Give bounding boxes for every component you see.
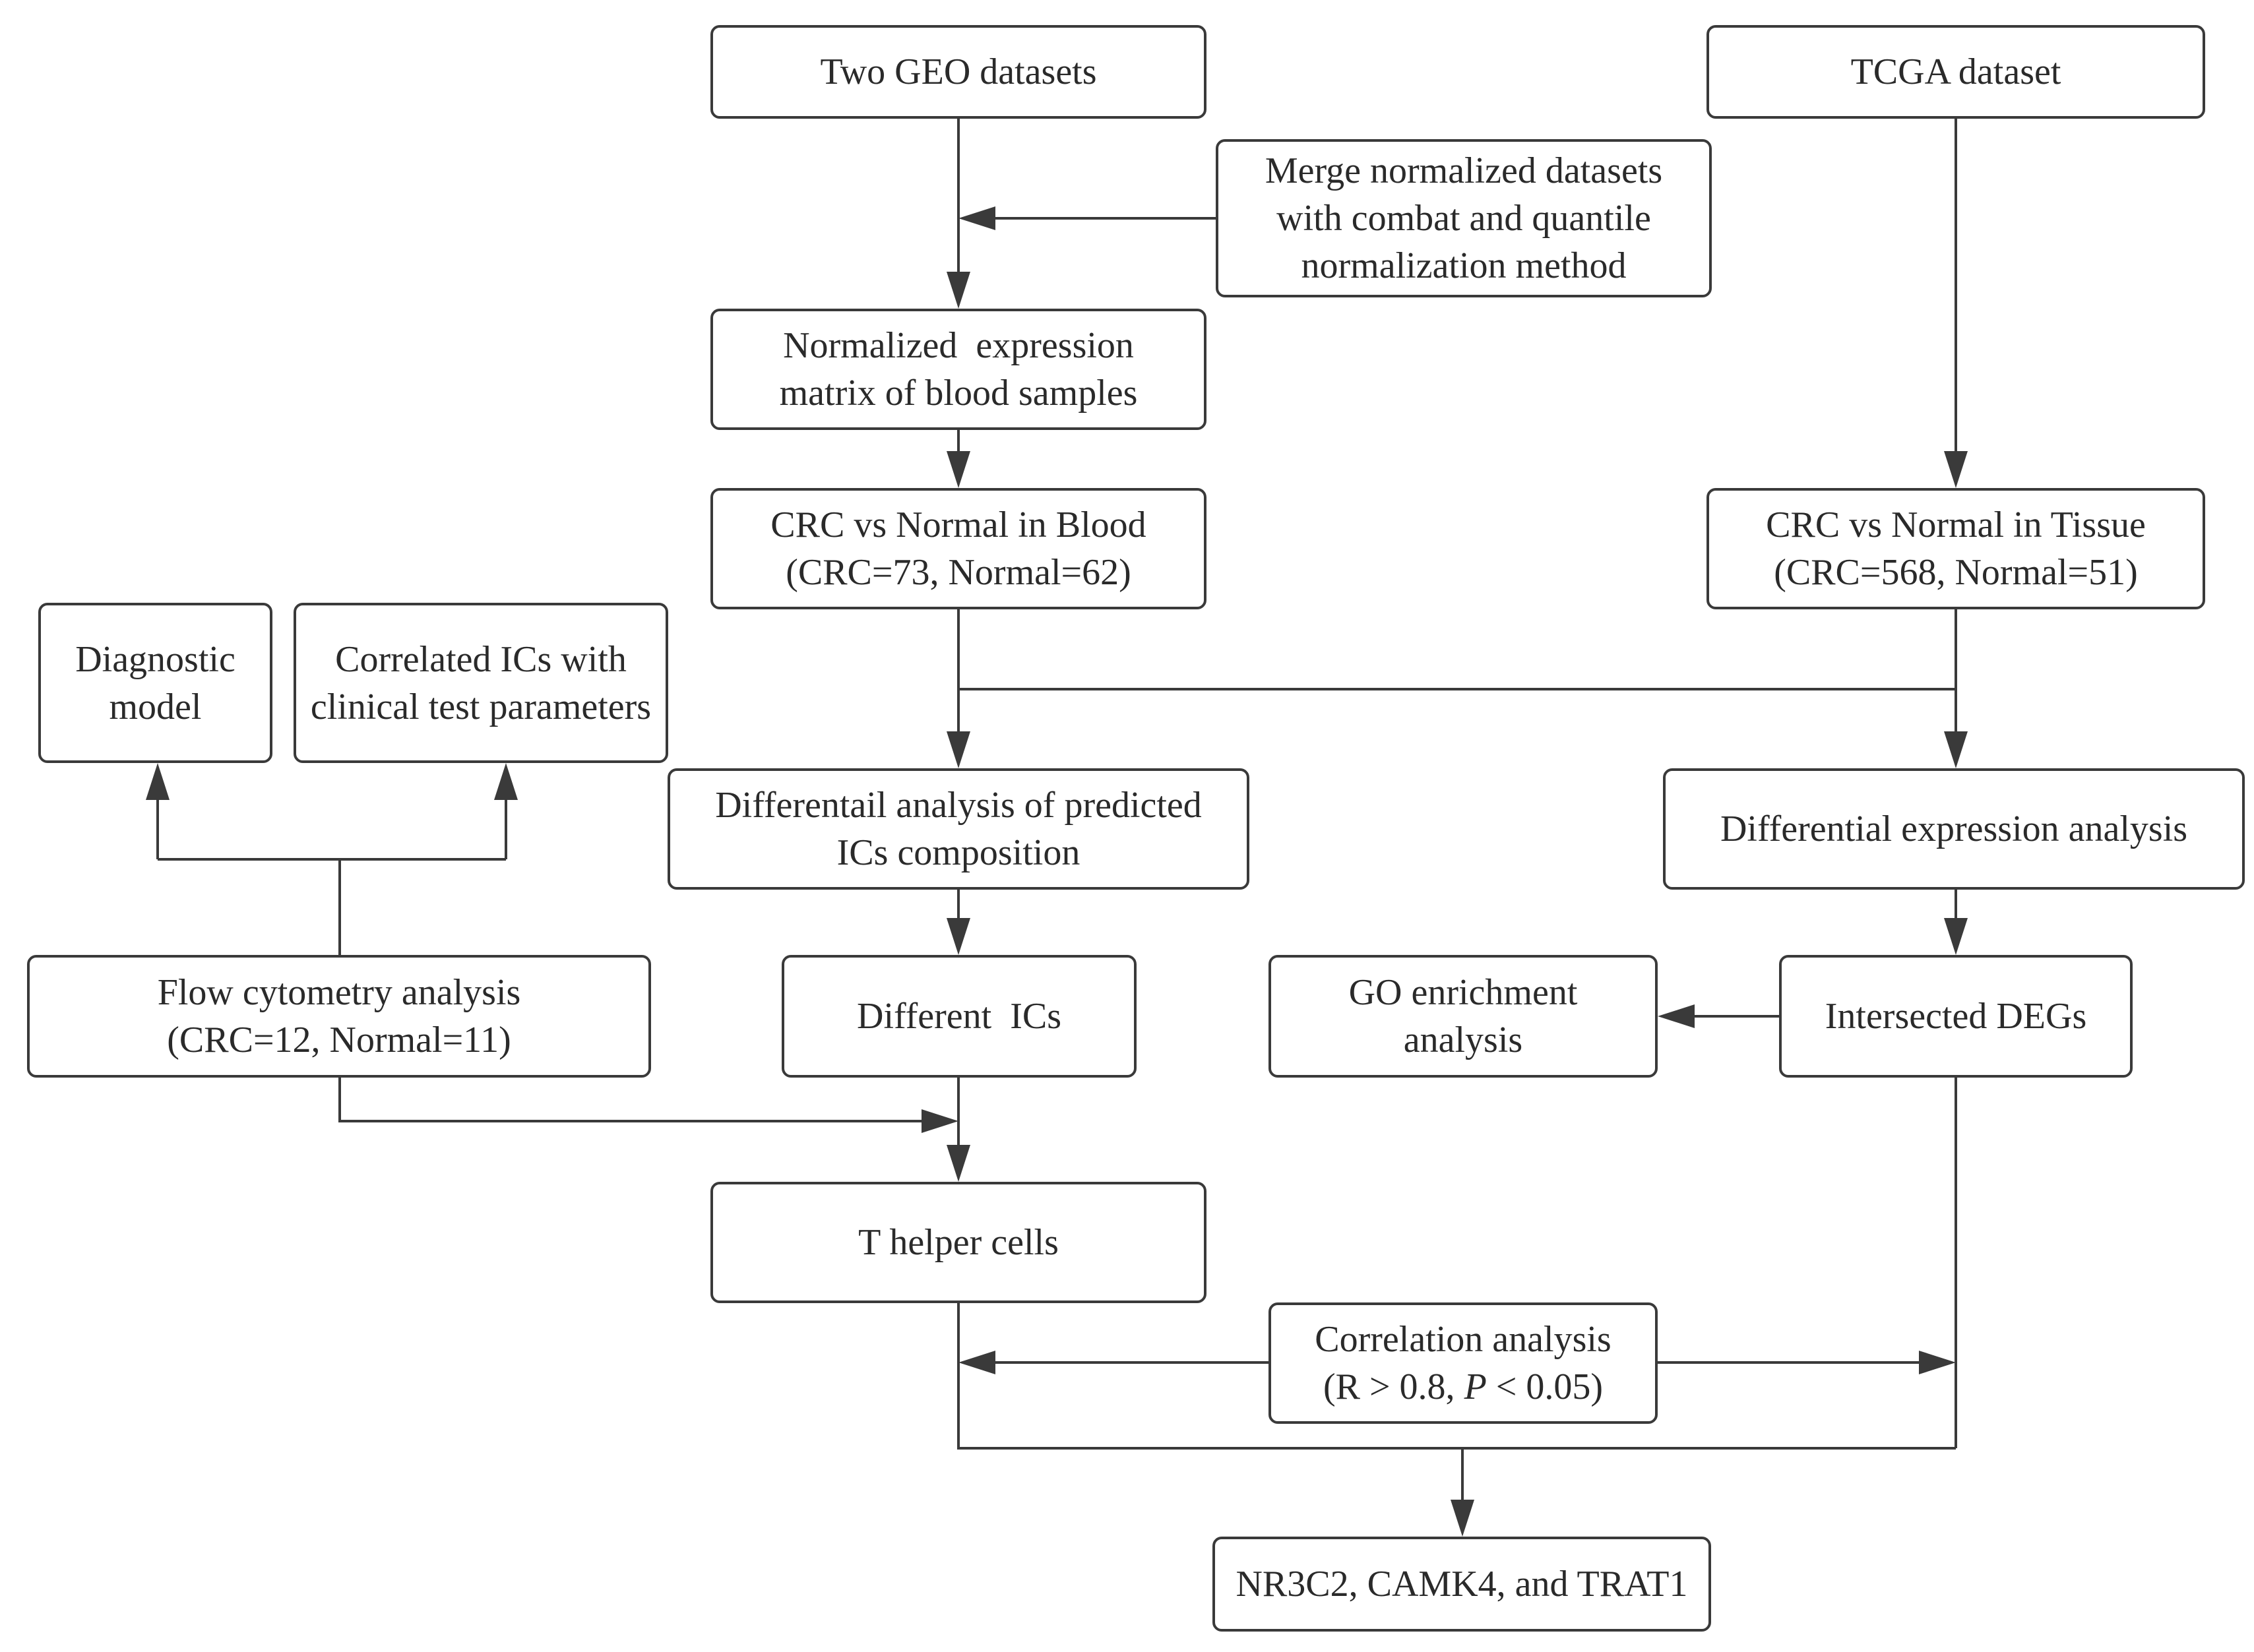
arrowhead-crc-tissue <box>1944 451 1968 488</box>
node-text: Correlation analysis <box>1315 1319 1612 1360</box>
node-text: Diagnostic <box>75 638 235 680</box>
node-text: Differential expression analysis <box>1720 809 2188 849</box>
node-go-enrichment: GO enrichment analysis <box>1268 955 1658 1078</box>
node-text: Flow cytometry analysis <box>157 972 521 1013</box>
node-text: ICs composition <box>836 832 1080 873</box>
arrowhead-flow-join <box>922 1109 958 1133</box>
node-text: NR3C2, CAMK4, and TRAT1 <box>1236 1564 1688 1605</box>
node-tcga-dataset: TCGA dataset <box>1706 25 2205 119</box>
node-text: Two GEO datasets <box>820 51 1097 92</box>
node-text: Differentail analysis of predicted <box>715 785 1202 826</box>
connector-flow-to-th <box>338 1078 922 1122</box>
node-text: normalization method <box>1301 245 1627 286</box>
arrowhead-go <box>1658 1004 1695 1028</box>
node-text: Different ICs <box>857 996 1061 1037</box>
node-text-line2: (R > 0.8, P < 0.05) <box>1323 1363 1603 1411</box>
arrowhead-corr-ics <box>494 763 518 800</box>
node-text: T helper cells <box>858 1222 1059 1263</box>
node-merge-normalized: Merge normalized datasets with combat an… <box>1216 139 1712 297</box>
node-crc-vs-normal-tissue: CRC vs Normal in Tissue (CRC=568, Normal… <box>1706 488 2205 609</box>
node-text: matrix of blood samples <box>779 373 1138 413</box>
node-text: (CRC=73, Normal=62) <box>786 552 1131 593</box>
node-flow-cytometry: Flow cytometry analysis (CRC=12, Normal=… <box>27 955 651 1078</box>
connector-th-down <box>957 1303 1956 1450</box>
node-diagnostic-model: Diagnostic model <box>38 603 272 763</box>
arrowhead-corr-left <box>958 1351 995 1374</box>
node-text: analysis <box>1403 1020 1523 1060</box>
arrowhead-corr-right <box>1919 1351 1956 1374</box>
node-text: with combat and quantile <box>1276 198 1651 239</box>
node-text: Merge normalized datasets <box>1265 150 1663 191</box>
arrowhead-norm-expr <box>947 272 970 309</box>
node-text: (CRC=568, Normal=51) <box>1774 552 2138 593</box>
node-text: (CRC=12, Normal=11) <box>167 1020 511 1060</box>
node-text-suffix: < 0.05) <box>1486 1366 1604 1407</box>
node-two-geo-datasets: Two GEO datasets <box>710 25 1206 119</box>
node-crc-vs-normal-blood: CRC vs Normal in Blood (CRC=73, Normal=6… <box>710 488 1206 609</box>
node-text: TCGA dataset <box>1850 51 2061 92</box>
node-text-italic-p: P <box>1464 1366 1487 1407</box>
arrowhead-degs <box>1944 918 1968 955</box>
node-t-helper-cells: T helper cells <box>710 1182 1206 1303</box>
arrowhead-diag-model <box>146 763 170 800</box>
arrowhead-genes <box>1451 1500 1474 1537</box>
node-text: model <box>109 686 202 727</box>
arrowhead-merge <box>958 206 995 230</box>
node-text: Intersected DEGs <box>1825 996 2087 1037</box>
node-differential-analysis-ics: Differentail analysis of predicted ICs c… <box>668 768 1249 890</box>
node-text: GO enrichment <box>1348 972 1578 1013</box>
arrowhead-diff-expr <box>1944 731 1968 768</box>
node-correlated-ics: Correlated ICs with clinical test parame… <box>294 603 668 763</box>
node-text: CRC vs Normal in Tissue <box>1766 505 2146 545</box>
node-text: CRC vs Normal in Blood <box>770 505 1146 545</box>
arrowhead-th-cells <box>947 1145 970 1182</box>
node-text: Correlated ICs with <box>335 638 627 680</box>
node-text: Normalized expression <box>783 325 1134 366</box>
node-differential-expression: Differential expression analysis <box>1663 768 2245 890</box>
arrowhead-crc-blood <box>947 451 970 488</box>
node-different-ics: Different ICs <box>782 955 1137 1078</box>
node-intersected-degs: Intersected DEGs <box>1779 955 2133 1078</box>
node-text: clinical test parameters <box>310 686 652 727</box>
arrowhead-diff-ics <box>947 918 970 955</box>
node-genes-result: NR3C2, CAMK4, and TRAT1 <box>1212 1537 1711 1632</box>
node-normalized-expression: Normalized expression matrix of blood sa… <box>710 309 1206 430</box>
node-correlation-analysis: Correlation analysis (R > 0.8, P < 0.05) <box>1268 1302 1658 1424</box>
arrowhead-diff-ics-analysis <box>947 731 970 768</box>
node-text-prefix: (R > 0.8, <box>1323 1366 1464 1407</box>
